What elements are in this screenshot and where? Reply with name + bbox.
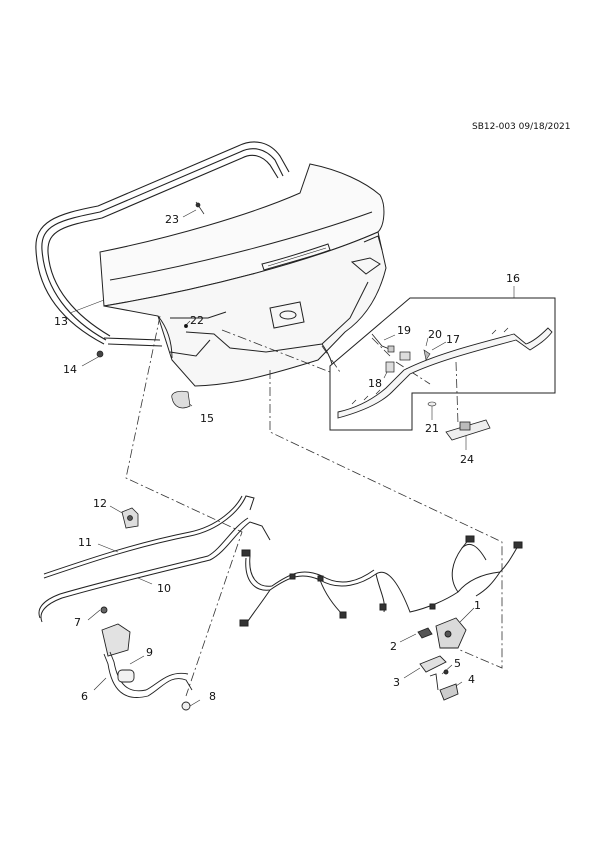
callout-13: 13 <box>54 315 68 328</box>
rear-camera <box>445 419 491 441</box>
callout-9: 9 <box>146 646 153 659</box>
latch-assembly <box>417 617 467 701</box>
cable-bracket <box>121 507 139 529</box>
callout-labels: 1 2 3 4 5 6 7 8 9 10 11 12 13 14 15 16 1… <box>54 213 520 703</box>
assembly-lines <box>125 315 503 697</box>
callout-22: 22 <box>190 314 204 327</box>
callout-3: 3 <box>393 676 400 689</box>
callout-8: 8 <box>209 690 216 703</box>
trunk-hinge <box>100 606 193 711</box>
callout-24: 24 <box>460 453 474 466</box>
callout-19: 19 <box>397 324 411 337</box>
callout-2: 2 <box>390 640 397 653</box>
callout-1: 1 <box>474 599 481 612</box>
wiring-harness <box>239 535 523 627</box>
leader-lines <box>69 209 515 707</box>
callout-17: 17 <box>446 333 460 346</box>
callout-11: 11 <box>78 536 92 549</box>
trunk-lid <box>99 163 387 387</box>
release-cables <box>38 495 271 623</box>
callout-5: 5 <box>454 657 461 670</box>
callout-21: 21 <box>425 422 439 435</box>
callout-4: 4 <box>468 673 475 686</box>
callout-6: 6 <box>81 690 88 703</box>
callout-16: 16 <box>506 272 520 285</box>
callout-10: 10 <box>157 582 171 595</box>
callout-23: 23 <box>165 213 179 226</box>
callout-18: 18 <box>368 377 382 390</box>
small-fasteners <box>96 201 205 409</box>
weatherstrip-seal <box>35 141 290 347</box>
callout-20: 20 <box>428 328 442 341</box>
callout-15: 15 <box>200 412 214 425</box>
document-code: SB12-003 09/18/2021 <box>472 122 571 132</box>
callout-14: 14 <box>63 363 77 376</box>
callout-12: 12 <box>93 497 107 510</box>
callout-7: 7 <box>74 616 81 629</box>
brake-lamp-box <box>329 297 556 431</box>
